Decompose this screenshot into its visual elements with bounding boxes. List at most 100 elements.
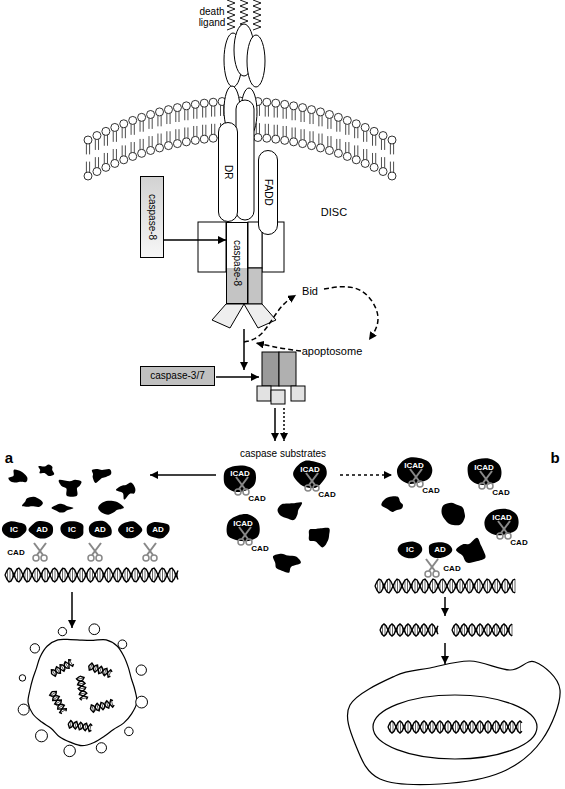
icad-fragment xyxy=(118,521,142,538)
base-pair xyxy=(37,568,38,581)
base-pair xyxy=(425,624,426,635)
dna-strand xyxy=(380,624,438,636)
cad-scissors xyxy=(238,527,252,545)
dna-strand xyxy=(50,659,75,678)
lipid-head xyxy=(93,168,101,176)
apoptotic-bleb xyxy=(89,624,100,635)
cad-scissors xyxy=(88,543,102,561)
dna-helix xyxy=(388,721,522,733)
dna-fragment xyxy=(89,699,114,713)
base-pair xyxy=(464,624,465,636)
lipid-head xyxy=(84,172,92,180)
dna-strand xyxy=(87,662,112,677)
lipid-head xyxy=(209,134,217,142)
base-pair xyxy=(55,568,56,582)
caspase-box: caspase-3/7 xyxy=(140,366,215,386)
dna-fragment xyxy=(87,662,112,678)
fadd-adaptor: FADD xyxy=(258,150,278,235)
cad-scissors xyxy=(409,469,423,487)
lipid-head xyxy=(370,163,378,171)
lipid-head xyxy=(138,113,146,121)
nuclease-label: CAD xyxy=(443,565,460,574)
fragment-label: AD xyxy=(434,546,446,555)
apoptotic-bleb xyxy=(58,627,66,635)
base-pair xyxy=(503,721,504,732)
receptor-chain xyxy=(236,100,254,220)
caspase-substrate xyxy=(441,503,465,526)
lipid-head xyxy=(263,134,271,142)
lipid-head xyxy=(129,116,137,124)
base-pair xyxy=(62,568,63,581)
scissor-blade xyxy=(480,471,489,483)
dna-helix xyxy=(49,690,68,715)
caspase-substrate xyxy=(273,554,301,573)
complex-label: DISC xyxy=(321,206,347,218)
scissor-handle xyxy=(305,485,311,491)
base-pair xyxy=(17,568,18,581)
icad-cad-complex xyxy=(293,461,327,489)
procaspase-box: caspase-8 xyxy=(140,176,164,258)
lipid-head xyxy=(111,123,119,131)
base-pair xyxy=(520,721,521,733)
lipid-head xyxy=(281,100,289,108)
dna-strand xyxy=(452,624,512,636)
base-pair xyxy=(127,568,128,581)
base-pair xyxy=(460,579,461,593)
scissor-handle xyxy=(497,533,503,539)
lipid-head xyxy=(299,140,307,148)
base-pair xyxy=(152,568,153,581)
pathway-arrow xyxy=(164,239,226,241)
icad-fragment xyxy=(2,521,27,538)
dna-strand xyxy=(375,579,515,593)
apoptotic-cell xyxy=(28,639,137,745)
scissor-blade xyxy=(236,477,245,489)
cad-scissors xyxy=(143,543,157,561)
base-pair xyxy=(472,624,473,636)
base-pair xyxy=(415,579,416,593)
caspase-prodomain xyxy=(212,304,244,328)
base-pair xyxy=(45,568,46,582)
lipid-head xyxy=(111,159,119,167)
lipid-head xyxy=(173,140,181,148)
scissor-handle xyxy=(479,483,485,489)
dna-strand xyxy=(452,624,512,636)
base-pair xyxy=(392,624,393,636)
scissor-handle xyxy=(313,485,319,491)
amplification-arrow xyxy=(256,343,301,351)
lipid-head xyxy=(379,132,387,140)
ligand-label: death ligand xyxy=(192,6,232,28)
node-text: caspase-8 xyxy=(232,240,242,286)
base-pair xyxy=(425,579,426,593)
fragment-label: IC xyxy=(68,526,76,535)
scissor-blade xyxy=(426,559,435,571)
apoptotic-bleb xyxy=(19,675,25,681)
nuclease-label: CAD xyxy=(251,545,268,554)
icad-cad-complex xyxy=(484,509,518,536)
lipid-head xyxy=(102,163,110,171)
lipid-head xyxy=(272,135,280,143)
apoptotic-bleb xyxy=(136,696,148,708)
base-pair xyxy=(172,568,173,581)
amplification-arrow xyxy=(324,287,378,340)
nuclease-label: CAD xyxy=(492,489,509,498)
lipid-head xyxy=(388,172,396,180)
icad-fragment xyxy=(89,521,112,538)
scissor-handle xyxy=(505,533,511,539)
lipid-head xyxy=(147,110,155,118)
base-pair xyxy=(380,579,381,593)
panel-letter: b xyxy=(550,450,559,467)
lipid-head xyxy=(182,102,190,110)
base-pair xyxy=(10,568,11,582)
base-pair xyxy=(407,624,408,636)
lipid-head xyxy=(325,110,333,118)
pathway-arrow xyxy=(283,408,285,441)
lipid-head xyxy=(334,113,342,121)
inhibitor-label: ICAD xyxy=(404,462,424,471)
apoptotic-bleb xyxy=(118,640,127,649)
lipid-head xyxy=(388,136,396,144)
scissor-handle xyxy=(151,555,157,561)
fragment-label: AD xyxy=(152,526,164,535)
death-receptor: DR xyxy=(218,122,238,222)
